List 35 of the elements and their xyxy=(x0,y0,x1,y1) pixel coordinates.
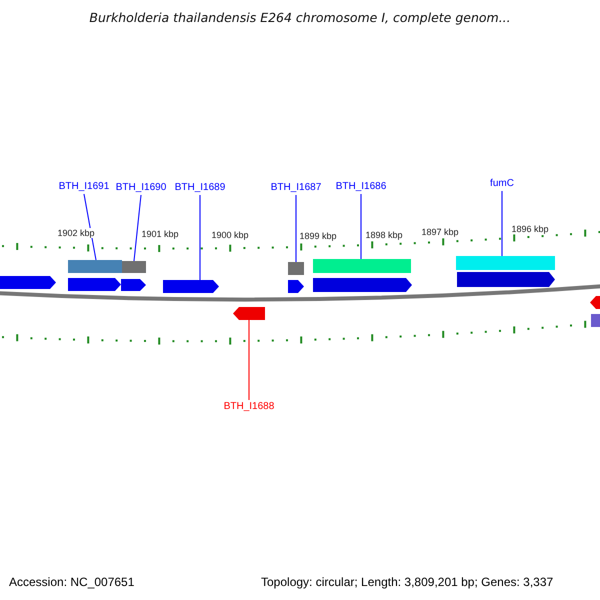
scale-label: 1901 kbp xyxy=(140,229,180,239)
gene-label: BTH_I1690 xyxy=(116,182,166,193)
gene-feature xyxy=(163,280,219,293)
gene-feature xyxy=(121,279,146,291)
scale-label: 1899 kbp xyxy=(298,231,338,241)
gene-bar xyxy=(68,260,122,273)
scale-label: 1902 kbp xyxy=(56,228,96,238)
gene-label: fumC xyxy=(490,178,514,189)
gene-feature xyxy=(457,272,555,287)
gene-feature xyxy=(0,276,56,289)
gene-bar xyxy=(122,261,146,273)
gene-bar xyxy=(456,256,555,270)
gene-label: BTH_I1688 xyxy=(224,401,274,412)
gene-feature xyxy=(590,296,600,309)
leader-line xyxy=(360,194,362,260)
gene-bar xyxy=(591,314,600,327)
scale-label: 1896 kbp xyxy=(510,224,550,234)
gene-feature xyxy=(288,280,304,293)
scale-label: 1898 kbp xyxy=(364,230,404,240)
gene-feature xyxy=(313,278,412,292)
gene-label: BTH_I1686 xyxy=(336,181,386,192)
scale-label: 1900 kbp xyxy=(210,230,250,240)
gene-bar xyxy=(288,262,304,275)
scale-label: 1897 kbp xyxy=(420,227,460,237)
title: Burkholderia thailandensis E264 chromosome I, complete genom... xyxy=(88,10,512,25)
leader-line xyxy=(134,194,142,262)
gene-feature xyxy=(233,307,265,320)
info-text: Accession: NC_007651 xyxy=(9,575,134,589)
leader-line xyxy=(84,194,96,260)
gene-label: BTH_I1691 xyxy=(58,181,110,192)
gene-label: BTH_I1687 xyxy=(270,182,322,193)
info-text: Topology: circular; Length: 3,809,201 bp; Genes: 3,337 xyxy=(261,575,554,589)
leader-line xyxy=(248,320,250,400)
gene-label: BTH_I1689 xyxy=(174,182,226,193)
gene-bar xyxy=(313,259,411,273)
